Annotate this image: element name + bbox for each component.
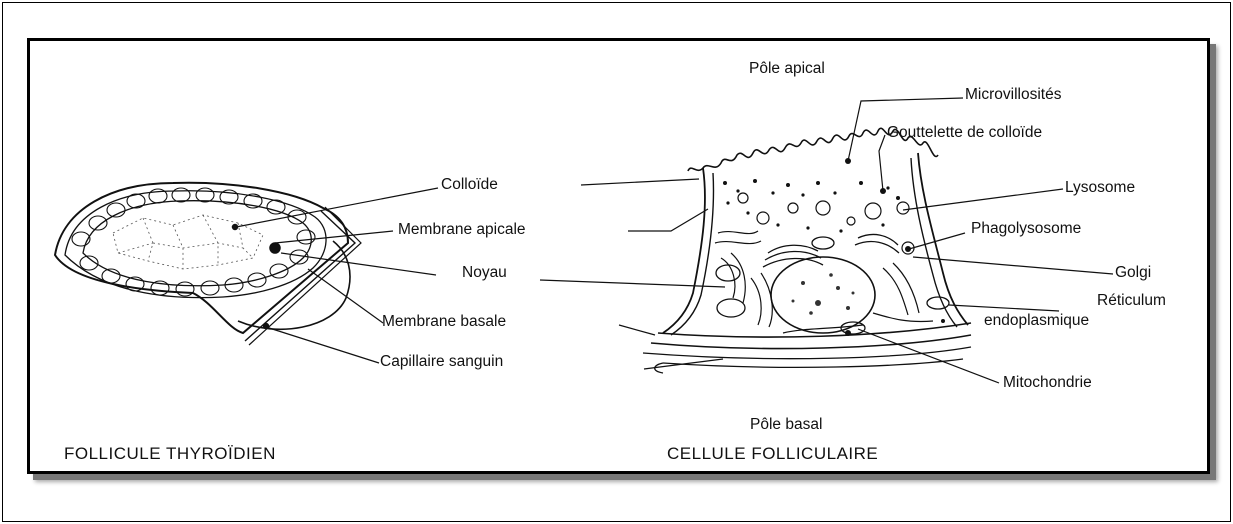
follicular-cell-drawing [643,128,971,373]
label-capillaire: Capillaire sanguin [380,354,503,370]
follicle-outline [55,183,348,333]
leader-noyau-right [540,280,725,287]
basal-membrane-lines [658,323,971,337]
caption-follicule: FOLLICULE THYROÏDIEN [64,445,276,462]
follicle-drawing [55,183,361,345]
leader-membrane-apicale-right [628,209,708,231]
label-noyau: Noyau [462,265,507,281]
reticulum-lines [715,231,933,333]
nucleus [771,257,875,333]
label-membrane-apicale: Membrane apicale [398,222,526,238]
label-membrane-basale: Membrane basale [382,314,506,330]
leader-capillaire-left [266,327,379,363]
colloid-network [113,215,263,269]
label-reticulum-1: Réticulum [1097,293,1166,309]
follicle-cells [72,188,315,296]
leader-gouttelette [879,135,885,191]
label-microvillosites: Microvillosités [965,87,1061,103]
mitochondria [716,237,949,334]
leader-membrane-basale-right [619,325,655,335]
label-golgi: Golgi [1115,265,1151,281]
leader-reticulum [949,305,1059,311]
thyroid-diagram [30,41,1207,471]
leader-membrane-basale-left [308,269,383,323]
granules [723,158,945,336]
label-pole-basal: Pôle basal [750,417,822,433]
chromatin [792,273,855,315]
caption-cellule: CELLULE FOLLICULAIRE [667,445,878,462]
basal-membrane-line [245,211,355,341]
label-gouttelette: Gouttelette de colloïde [887,125,1042,141]
label-reticulum-2: endoplasmique [984,313,1089,329]
label-mitochondrie: Mitochondrie [1003,375,1092,391]
figure-frame: Pôle apical Microvillosités Gouttelette … [27,38,1210,474]
leader-noyau-left [281,253,436,275]
label-colloide: Colloïde [441,177,498,193]
leader-capillaire-right [644,359,723,369]
label-lysosome: Lysosome [1065,180,1135,196]
label-phagolysosome: Phagolysosome [971,221,1081,237]
leader-lysosome [903,189,1063,210]
label-pole-apical: Pôle apical [749,61,825,77]
cell-left-wall [663,168,705,333]
leader-colloide-right [581,179,699,185]
